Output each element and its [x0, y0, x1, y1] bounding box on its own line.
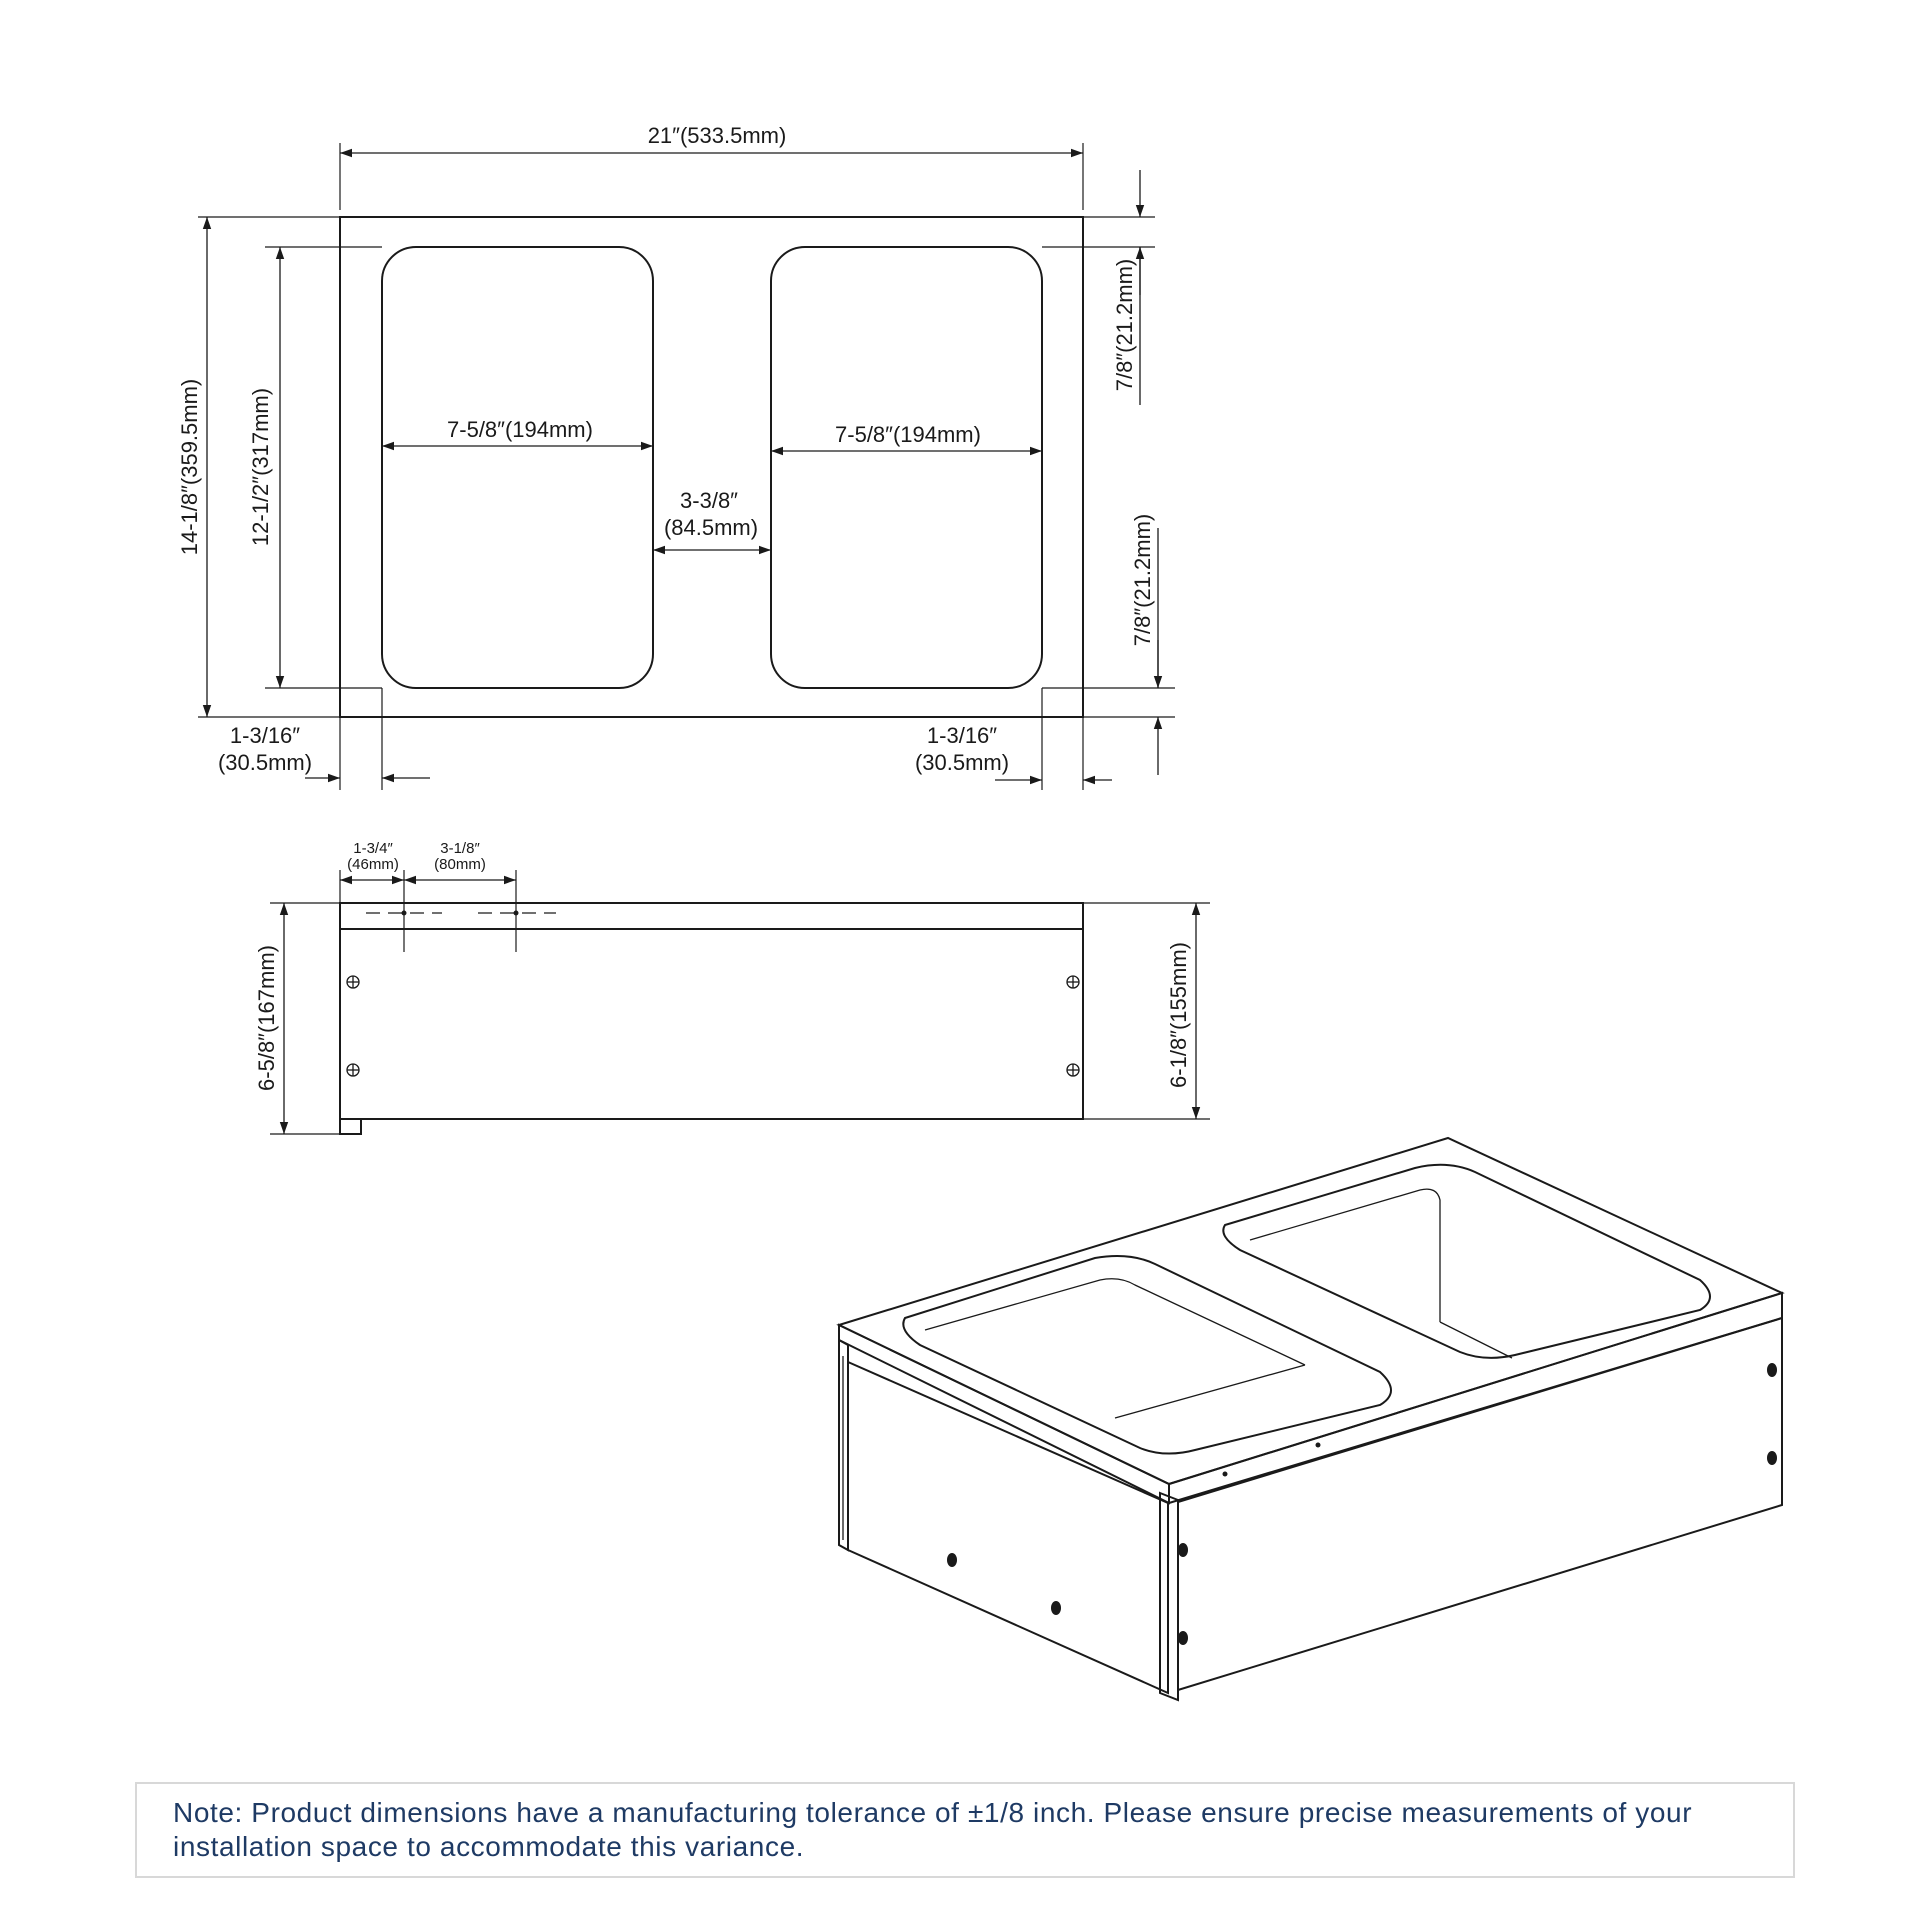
bottom-margin-label: 7/8″(21.2mm): [1130, 514, 1155, 647]
iso-right-well-rim: [1222, 1163, 1711, 1359]
left-well: [381, 246, 654, 689]
body-height-label: 6-1/8″(155mm): [1166, 942, 1191, 1088]
hole-icon: [1767, 1451, 1777, 1465]
side-view-top-lip: [339, 902, 1084, 930]
left-margin-label-line2: (30.5mm): [218, 750, 312, 775]
tolerance-note-box: Note: Product dimensions have a manufact…: [135, 1782, 1795, 1878]
side-view-screws: [346, 975, 1080, 1077]
isometric-view: [836, 1136, 1785, 1702]
screw-icon: [346, 1063, 360, 1077]
hole-icon: [1051, 1601, 1061, 1615]
hole-spacing-label-line1: 3-1/8″: [440, 840, 480, 857]
iso-left-well-inner: [924, 1278, 1306, 1419]
iso-holes: [947, 1363, 1777, 1645]
iso-corner-trim: [1159, 1491, 1179, 1702]
iso-right-face: [1177, 1316, 1783, 1692]
side-view: 1-3/4″ (46mm) 3-1/8″ (80mm) 6-5/8″(167mm…: [254, 840, 1210, 1135]
tolerance-note-text: Note: Product dimensions have a manufact…: [173, 1797, 1693, 1862]
iso-left-trim: [838, 1338, 849, 1552]
top-view-outline: [339, 216, 1084, 718]
screw-icon: [1066, 975, 1080, 989]
hole-icon: [947, 1553, 957, 1567]
well-depth-label: 12-1/2″(317mm): [248, 388, 273, 546]
left-margin-label-line1: 1-3/16″: [230, 723, 300, 748]
overall-width-label: 21″(533.5mm): [648, 123, 787, 148]
iso-top-plate-edge-front: [838, 1323, 1170, 1505]
overall-depth-label: 14-1/8″(359.5mm): [177, 379, 202, 556]
iso-left-well-rim: [902, 1255, 1392, 1455]
screw-icon: [346, 975, 360, 989]
iso-front-face: [847, 1360, 1169, 1695]
right-well: [770, 246, 1043, 689]
hole-icon: [1178, 1631, 1188, 1645]
screw-icon: [1066, 1063, 1080, 1077]
iso-right-well-inner: [1249, 1188, 1513, 1359]
top-view-extension-lines: [198, 143, 1175, 790]
iso-top-plate: [836, 1136, 1785, 1486]
right-margin-label-line1: 1-3/16″: [927, 723, 997, 748]
hole-spacing-label-line2: (80mm): [434, 856, 486, 873]
hole-offset-label-line2: (46mm): [347, 856, 399, 873]
hole-icon: [1767, 1363, 1777, 1377]
iso-top-plate-edge-right: [1168, 1291, 1783, 1505]
divider-width-label-line2: (84.5mm): [664, 515, 758, 540]
top-margin-label: 7/8″(21.2mm): [1112, 259, 1137, 392]
left-well-width-label: 7-5/8″(194mm): [447, 417, 593, 442]
divider-width-label-line1: 3-3/8″: [680, 488, 738, 513]
side-view-foot: [339, 1118, 362, 1135]
top-view: 21″(533.5mm) 14-1/8″(359.5mm) 12-1/2″(31…: [177, 123, 1175, 790]
total-height-label: 6-5/8″(167mm): [254, 945, 279, 1091]
side-view-body: [339, 928, 1084, 1120]
hole-offset-label-line1: 1-3/4″: [353, 840, 393, 857]
right-well-width-label: 7-5/8″(194mm): [835, 422, 981, 447]
right-margin-label-line2: (30.5mm): [915, 750, 1009, 775]
hole-icon: [1178, 1543, 1188, 1557]
hole-centerlines: [366, 905, 556, 952]
